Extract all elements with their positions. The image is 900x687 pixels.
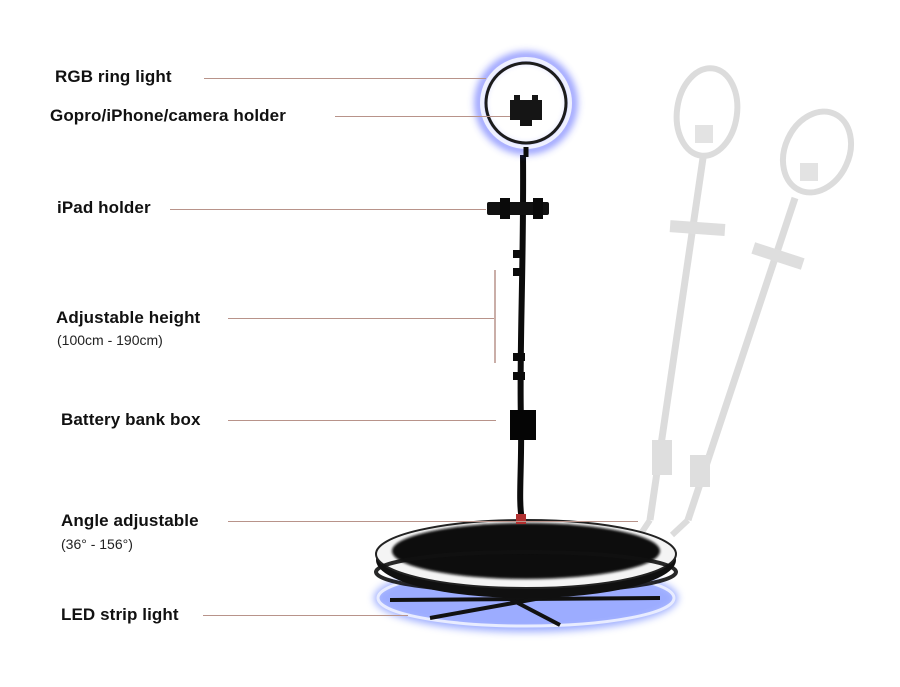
adjustable-height-range: (100cm - 190cm) bbox=[57, 332, 163, 348]
ring-light-icon bbox=[475, 52, 577, 157]
ring-light-label: RGB ring light bbox=[55, 67, 172, 86]
camera-holder-label: Gopro/iPhone/camera holder bbox=[50, 106, 286, 125]
holder-leader-line bbox=[335, 116, 510, 117]
ipad-holder-icon bbox=[487, 198, 549, 219]
ipad-holder-label: iPad holder bbox=[57, 198, 151, 217]
led-strip-label: LED strip light bbox=[61, 605, 179, 624]
battery-leader-line bbox=[228, 420, 496, 421]
ipad-leader-line bbox=[170, 209, 486, 210]
height-leader-line bbox=[228, 318, 494, 319]
battery-box-label: Battery bank box bbox=[61, 410, 201, 429]
angle-leader-line bbox=[228, 521, 638, 522]
stand-pole-icon bbox=[510, 154, 536, 524]
led-leader-line bbox=[203, 615, 408, 616]
angle-range: (36° - 156°) bbox=[61, 536, 133, 552]
angle-adjustable-label: Angle adjustable bbox=[61, 511, 199, 530]
ring-leader-line bbox=[204, 78, 486, 79]
adjustable-height-label: Adjustable height bbox=[56, 308, 201, 327]
platform-base-icon bbox=[374, 519, 678, 632]
ghost-stands-icon bbox=[637, 65, 855, 538]
